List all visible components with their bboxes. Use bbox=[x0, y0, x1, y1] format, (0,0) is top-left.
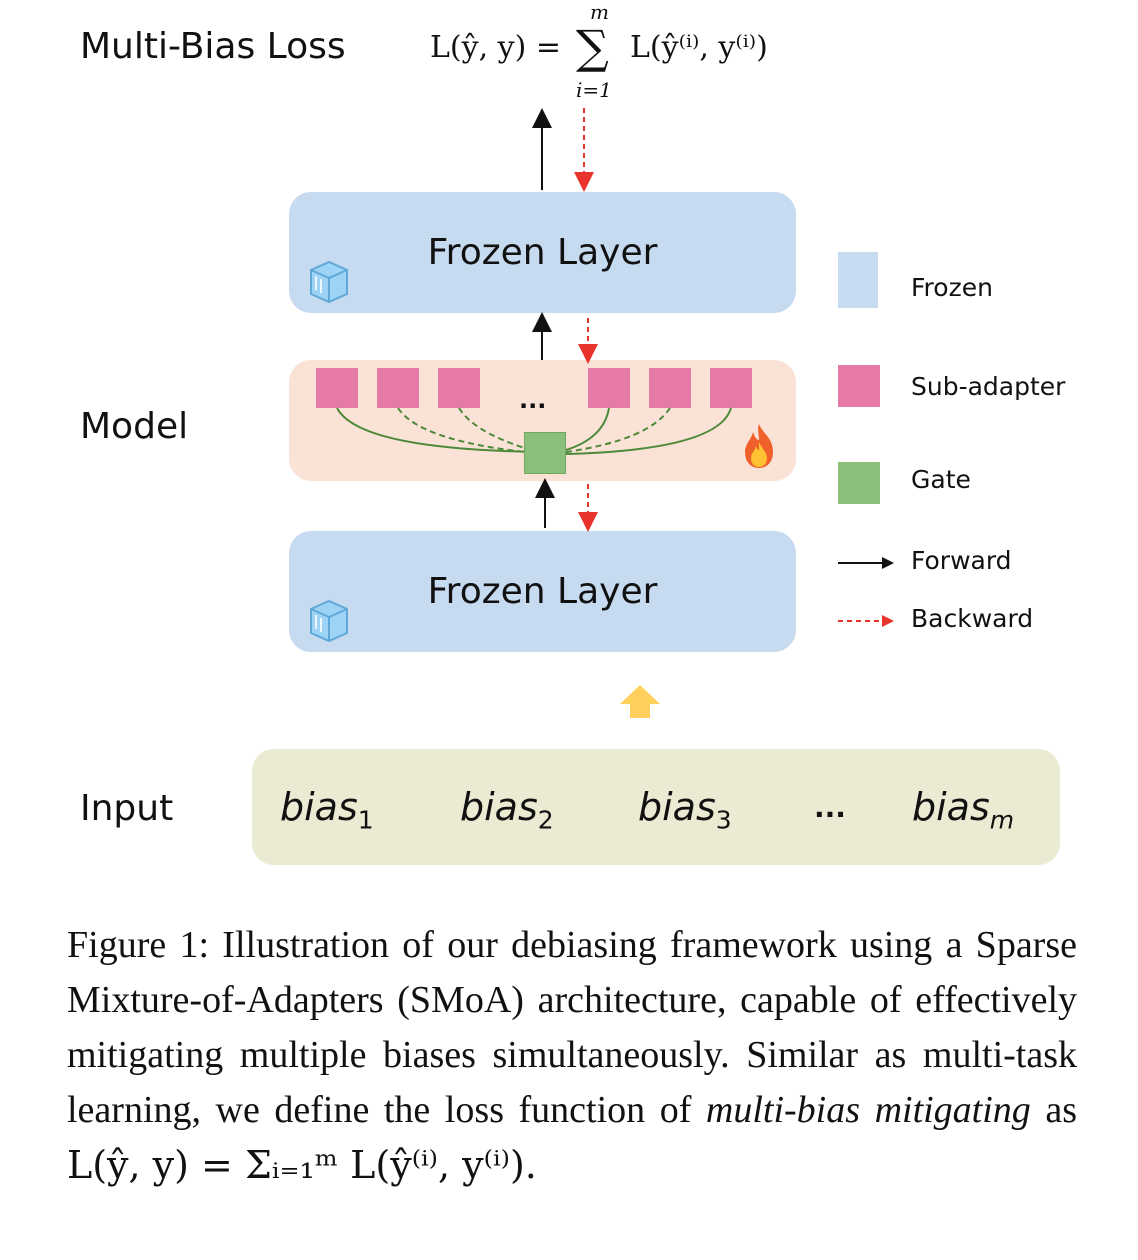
caption-text-2: as bbox=[1030, 1089, 1077, 1131]
sub-adapter bbox=[710, 368, 752, 408]
input-up-arrow bbox=[620, 685, 660, 718]
input-bias-item: bias2 bbox=[460, 785, 554, 835]
ice-cube-icon bbox=[310, 599, 348, 643]
legend-forward-arrow bbox=[838, 557, 894, 569]
input-biases: bias1 bias2 bias3 ... biasm bbox=[252, 749, 1060, 865]
legend-gate-label: Gate bbox=[911, 465, 971, 494]
top-frozen-layer-title: Frozen Layer bbox=[427, 232, 658, 273]
input-ellipsis: ... bbox=[814, 791, 846, 824]
fire-icon bbox=[745, 424, 773, 468]
sub-adapter bbox=[588, 368, 630, 408]
sub-adapter bbox=[438, 368, 480, 408]
formula-lhs: L(ŷ, y) = bbox=[430, 30, 561, 65]
input-label: Input bbox=[80, 788, 174, 829]
gate bbox=[524, 432, 566, 474]
figure-caption: Figure 1: Illustration of our debiasing … bbox=[67, 918, 1077, 1194]
legend-forward-label: Forward bbox=[911, 546, 1012, 575]
legend-sub-adapter-swatch bbox=[838, 365, 880, 407]
legend-gate-swatch bbox=[838, 462, 880, 504]
caption-text-1: Illustration of our debiasing framework … bbox=[67, 924, 1077, 1131]
caption-paragraph: Figure 1: Illustration of our debiasing … bbox=[67, 918, 1077, 1194]
formula-sum-lower: i=1 bbox=[576, 78, 612, 102]
adapter-ellipsis: ... bbox=[519, 386, 547, 414]
top-frozen-layer: Frozen Layer bbox=[289, 192, 796, 313]
legend-frozen-swatch bbox=[838, 252, 878, 308]
caption-formula: L(ŷ, y) = Σᵢ₌₁ᵐ L(ŷ⁽ⁱ⁾, y⁽ⁱ⁾). bbox=[67, 1143, 537, 1187]
caption-emphasis: multi-bias mitigating bbox=[705, 1089, 1031, 1131]
sub-adapter bbox=[649, 368, 691, 408]
gate-connections bbox=[336, 407, 732, 455]
legend-frozen-label: Frozen bbox=[911, 273, 993, 302]
sub-adapter bbox=[316, 368, 358, 408]
input-bias-item: bias1 bbox=[280, 785, 374, 835]
model-label: Model bbox=[80, 406, 189, 447]
sub-adapter bbox=[377, 368, 419, 408]
loss-formula: L(ŷ, y) = m ∑ i=1 L(ŷ⁽ⁱ⁾, y⁽ⁱ⁾) bbox=[430, 0, 810, 110]
sum-symbol: ∑ bbox=[576, 20, 609, 74]
legend-sub-adapter-label: Sub-adapter bbox=[911, 372, 1066, 401]
ice-cube-icon bbox=[310, 260, 348, 304]
legend-backward-label: Backward bbox=[911, 604, 1034, 633]
input-bias-item: bias3 bbox=[638, 785, 732, 835]
input-bias-item: biasm bbox=[912, 785, 1015, 835]
sparse-mixture-of-adapters: ... bbox=[289, 360, 796, 481]
caption-figure-label: Figure 1: bbox=[67, 924, 210, 966]
bottom-frozen-layer: Frozen Layer bbox=[289, 531, 796, 652]
multi-bias-loss-label: Multi-Bias Loss bbox=[80, 26, 346, 67]
formula-sum-upper: m bbox=[590, 0, 609, 24]
flow-arrows bbox=[532, 108, 660, 718]
bottom-frozen-layer-title: Frozen Layer bbox=[427, 571, 658, 612]
legend-backward-arrow bbox=[838, 615, 894, 627]
formula-rhs: L(ŷ⁽ⁱ⁾, y⁽ⁱ⁾) bbox=[630, 30, 768, 65]
